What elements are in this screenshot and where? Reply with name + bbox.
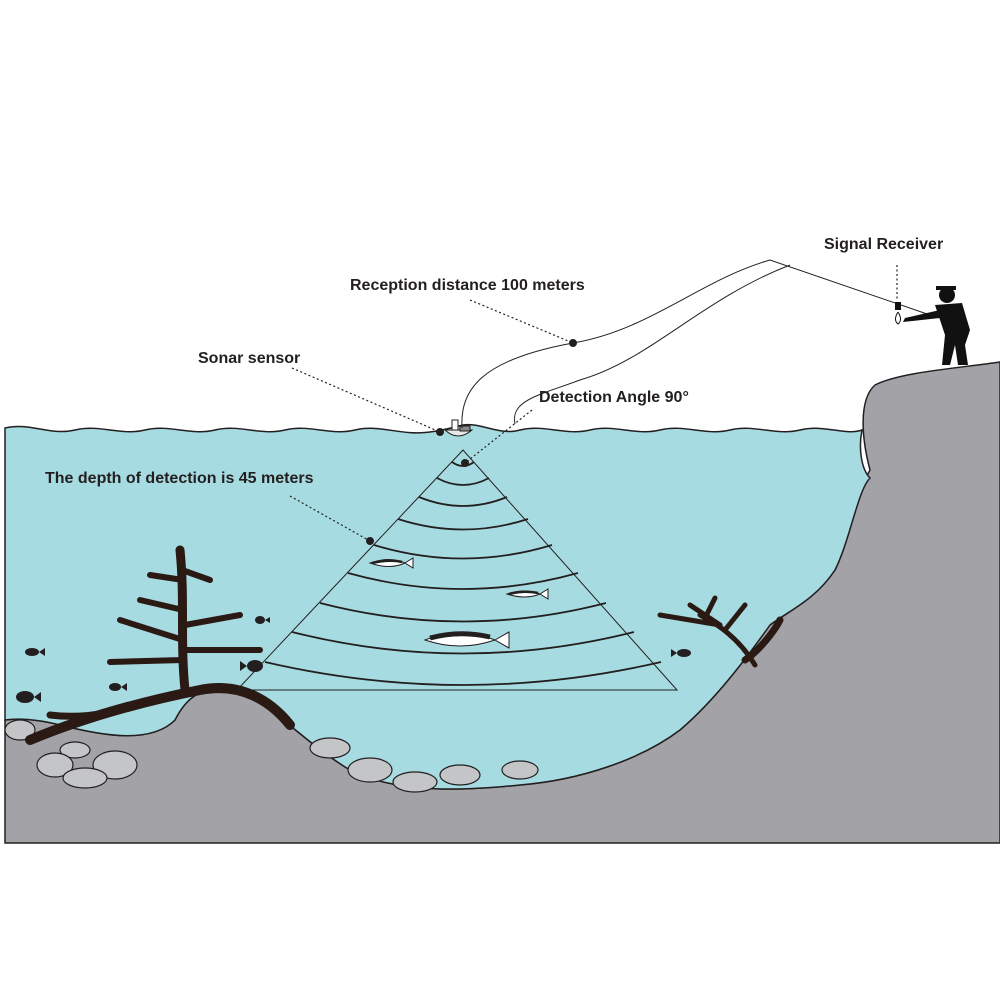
detection-cone — [235, 449, 679, 691]
callout-dots — [366, 339, 577, 545]
callout-leaders — [289, 265, 898, 542]
water — [4, 423, 872, 790]
detection-depth-label: The depth of detection is 45 meters — [45, 470, 314, 487]
reception-distance-label: Reception distance 100 meters — [350, 277, 585, 294]
detection-angle-label: Detection Angle 90° — [539, 389, 689, 406]
sonar-sensor-label: Sonar sensor — [198, 350, 301, 367]
underwater-tree-right — [657, 595, 784, 668]
sonar-sensor-float — [443, 419, 474, 437]
small-fish — [16, 616, 691, 703]
detected-fish — [368, 557, 549, 649]
cables — [461, 259, 931, 429]
fisherman-silhouette — [895, 286, 970, 365]
underwater-tree-left — [25, 545, 295, 745]
signal-receiver-label: Signal Receiver — [824, 236, 944, 253]
stones — [4, 719, 539, 793]
